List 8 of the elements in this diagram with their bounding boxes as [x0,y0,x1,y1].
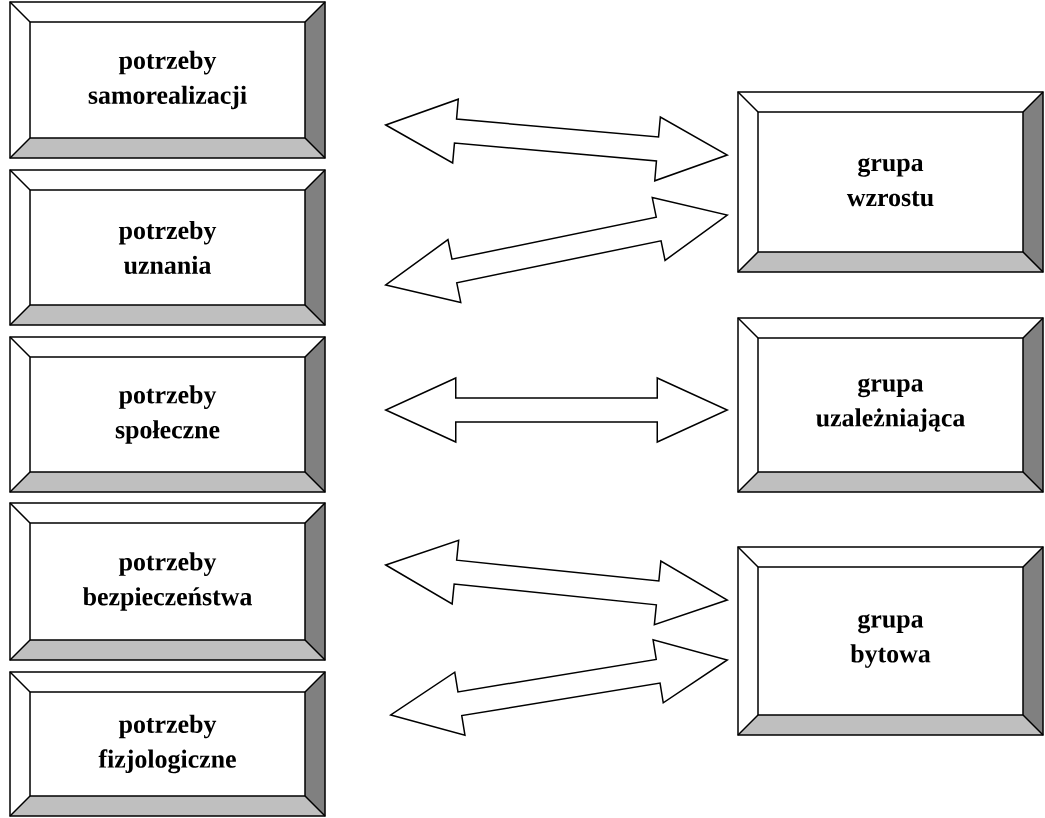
bevel-box: potrzeby fizjologiczne [9,671,326,817]
bevel-box: potrzeby społeczne [9,336,326,493]
bevel-box: grupa bytowa [737,546,1044,736]
bevel-box: potrzeby bezpieczeństwa [9,502,326,661]
bevel-box: grupa uzależniająca [737,317,1044,493]
bevel-box: grupa wzrostu [737,91,1044,273]
bevel-box: potrzeby uznania [9,169,326,326]
bevel-box: potrzeby samorealizacji [9,1,326,159]
